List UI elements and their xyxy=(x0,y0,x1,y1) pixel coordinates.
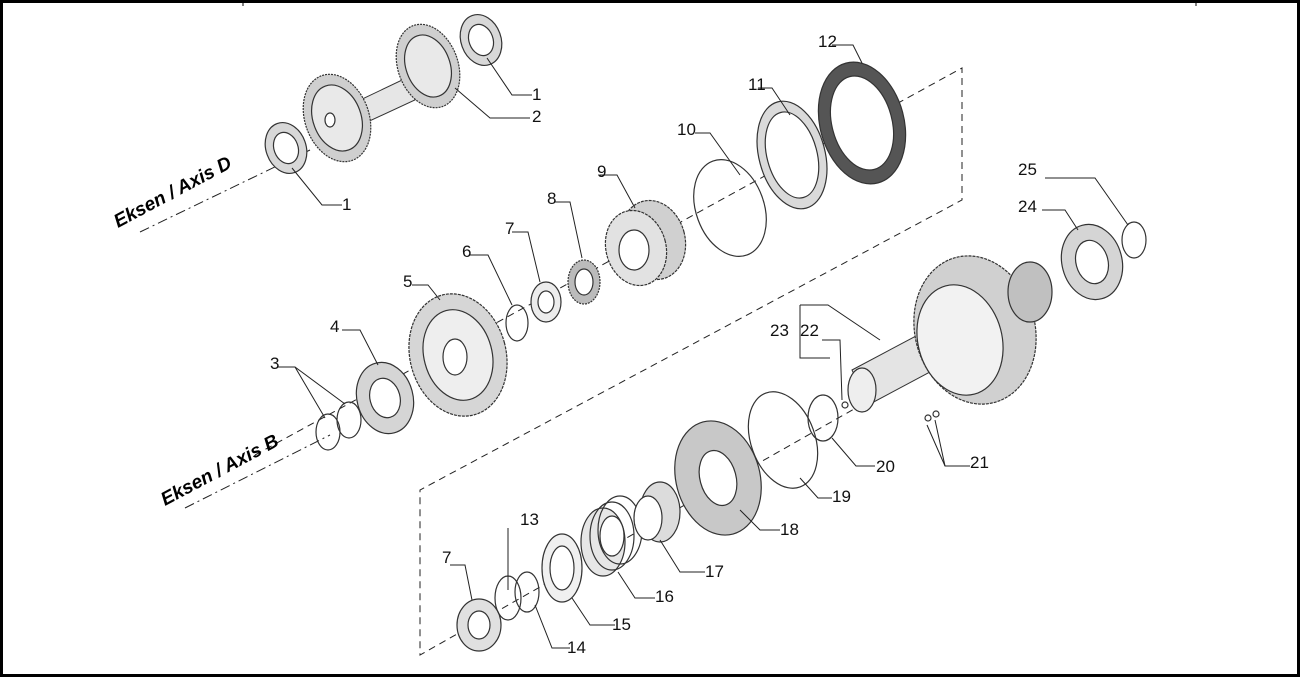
callout-1-left: 1 xyxy=(342,195,351,214)
washer-7 xyxy=(530,281,562,323)
seal-ring-20 xyxy=(807,394,839,442)
callout-23: 23 xyxy=(770,321,789,340)
sleeve-17 xyxy=(633,481,681,543)
washer-7-bottom xyxy=(456,598,502,652)
snap-ring-10 xyxy=(693,158,767,258)
piston-18 xyxy=(674,420,762,536)
callout-18: 18 xyxy=(780,520,799,539)
callout-13: 13 xyxy=(520,510,539,529)
gear-5 xyxy=(408,293,508,417)
callout-3: 3 xyxy=(270,354,279,373)
callout-9: 9 xyxy=(597,162,606,181)
gear-9 xyxy=(604,199,687,287)
callout-19: 19 xyxy=(832,487,851,506)
plate-11 xyxy=(756,100,828,210)
spring-16 xyxy=(580,495,643,577)
callout-6: 6 xyxy=(462,242,471,261)
callout-16: 16 xyxy=(655,587,674,606)
ring-6 xyxy=(505,304,529,342)
callout-21: 21 xyxy=(970,453,989,472)
callout-5: 5 xyxy=(403,272,412,291)
shaft-gear-assembly xyxy=(841,255,1053,422)
seal-ring-19 xyxy=(747,391,819,489)
needle-bearing-8 xyxy=(567,259,601,305)
callout-8: 8 xyxy=(547,189,556,208)
washer-15 xyxy=(541,533,583,603)
ring-14 xyxy=(514,571,540,613)
snap-rings-3 xyxy=(315,401,362,451)
axis-d-label: Eksen / Axis D xyxy=(110,153,235,233)
bearing-4 xyxy=(355,361,415,435)
callout-14: 14 xyxy=(567,638,586,657)
bearing-1-top xyxy=(459,14,503,66)
bearing-1-left xyxy=(264,122,308,174)
callout-1-top: 1 xyxy=(532,85,541,104)
callout-2: 2 xyxy=(532,107,541,126)
callout-12: 12 xyxy=(818,32,837,51)
callout-labels: 1 2 1 3 4 5 6 7 8 9 10 11 12 13 7 14 15 … xyxy=(270,32,1037,657)
callout-25: 25 xyxy=(1018,160,1037,179)
clutch-pack-12 xyxy=(817,61,907,185)
callout-11: 11 xyxy=(748,75,766,94)
ring-25 xyxy=(1121,221,1147,259)
axis-b-centerline xyxy=(184,434,331,509)
axis-b-label: Eksen / Axis B xyxy=(157,431,282,511)
axis-d-shaft-assembly xyxy=(302,23,461,163)
callout-22: 22 xyxy=(800,321,819,340)
callout-15: 15 xyxy=(612,615,631,634)
callout-7-bottom: 7 xyxy=(442,548,451,567)
callout-17: 17 xyxy=(705,562,724,581)
leader-lines xyxy=(278,44,1129,649)
callout-7: 7 xyxy=(505,219,514,238)
callout-24: 24 xyxy=(1018,197,1037,216)
callout-10: 10 xyxy=(677,120,696,139)
axis-d-centerline xyxy=(139,149,311,233)
callout-20: 20 xyxy=(876,457,895,476)
callout-4: 4 xyxy=(330,317,339,336)
bearing-24 xyxy=(1060,223,1124,301)
